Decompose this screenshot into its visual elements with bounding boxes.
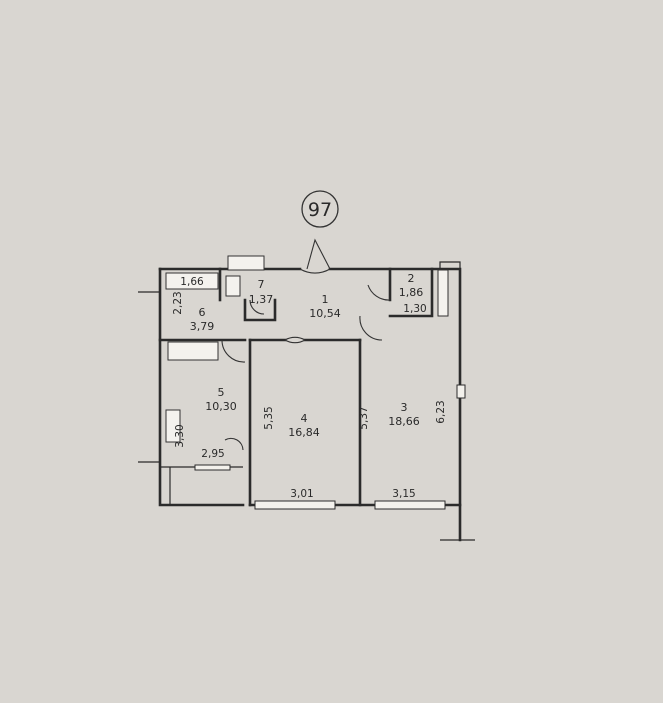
apartment-number-badge: 97 bbox=[301, 190, 339, 228]
dim-room4-width: 3,01 bbox=[290, 488, 313, 500]
doors bbox=[221, 238, 391, 451]
room-1-area: 10,54 bbox=[309, 307, 341, 320]
interior-walls bbox=[158, 267, 434, 507]
room-3-number: 3 bbox=[401, 401, 408, 414]
room-labels: 1 10,54 2 1,86 3 18,66 4 16,84 5 10,30 6… bbox=[190, 272, 424, 439]
dim-room3-depth: 6,23 bbox=[435, 400, 447, 423]
wardrobe-niche bbox=[437, 269, 449, 317]
windows bbox=[194, 384, 466, 510]
room-7-number: 7 bbox=[258, 278, 265, 291]
dim-bath-width: 2,23 bbox=[172, 291, 184, 314]
room-5-number: 5 bbox=[218, 386, 225, 399]
room-4-area: 16,84 bbox=[288, 426, 320, 439]
dim-kitchen-length: 2,95 bbox=[201, 448, 224, 460]
toilet bbox=[225, 275, 241, 297]
room-5-area: 10,30 bbox=[205, 400, 237, 413]
apartment-number: 97 bbox=[308, 199, 332, 221]
kitchen-counter bbox=[167, 341, 219, 361]
dim-room3-width: 3,15 bbox=[392, 488, 415, 500]
stove bbox=[165, 409, 181, 443]
room-3-area: 18,66 bbox=[388, 415, 420, 428]
dim-room3-inner: 5,37 bbox=[358, 406, 370, 429]
bathtub bbox=[165, 272, 219, 290]
dim-bath-length: 1,66 bbox=[180, 276, 204, 288]
ventilation-shaft bbox=[227, 255, 265, 271]
fixtures bbox=[165, 255, 449, 443]
dim-room4-depth: 5,35 bbox=[263, 406, 275, 429]
room-2-area: 1,86 bbox=[399, 286, 424, 299]
room-2-number: 2 bbox=[408, 272, 415, 285]
room-4-number: 4 bbox=[301, 412, 308, 425]
dim-kitchen-width: 3,30 bbox=[174, 424, 186, 447]
room-6-number: 6 bbox=[199, 306, 206, 319]
room-6-area: 3,79 bbox=[190, 320, 215, 333]
room-1-number: 1 bbox=[322, 293, 329, 306]
dim-closet-width: 1,30 bbox=[403, 303, 426, 315]
room-7-area: 1,37 bbox=[249, 293, 274, 306]
dimension-labels: 1,66 2,23 1,30 5,35 5,37 6,23 3,30 2,95 … bbox=[172, 276, 447, 500]
